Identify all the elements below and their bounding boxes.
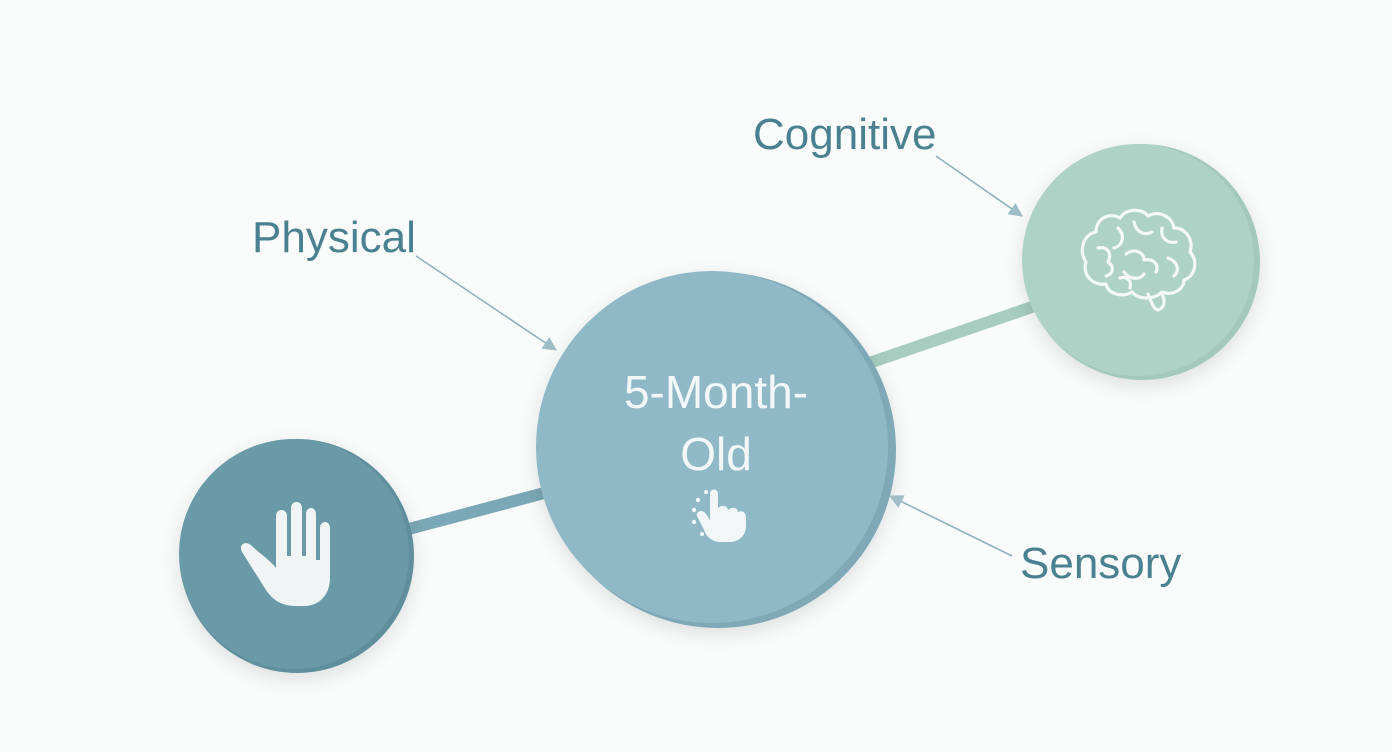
cognitive-node [1022,144,1260,380]
label-cognitive: Cognitive [753,110,936,159]
connector-cognitive [866,300,1041,368]
pointing-hand-icon [691,489,746,542]
center-title-line1: 5-Month- [624,366,808,418]
arrow-physical [415,255,557,351]
label-physical: Physical [252,213,416,262]
label-sensory: Sensory [1020,539,1181,588]
brain-icon [1080,208,1197,312]
connector-physical [399,486,554,536]
center-title-line2: Old [680,428,752,480]
arrow-cognitive [935,155,1023,217]
arrow-sensory [888,495,1013,557]
center-node [536,271,896,628]
hand-icon [240,502,330,606]
